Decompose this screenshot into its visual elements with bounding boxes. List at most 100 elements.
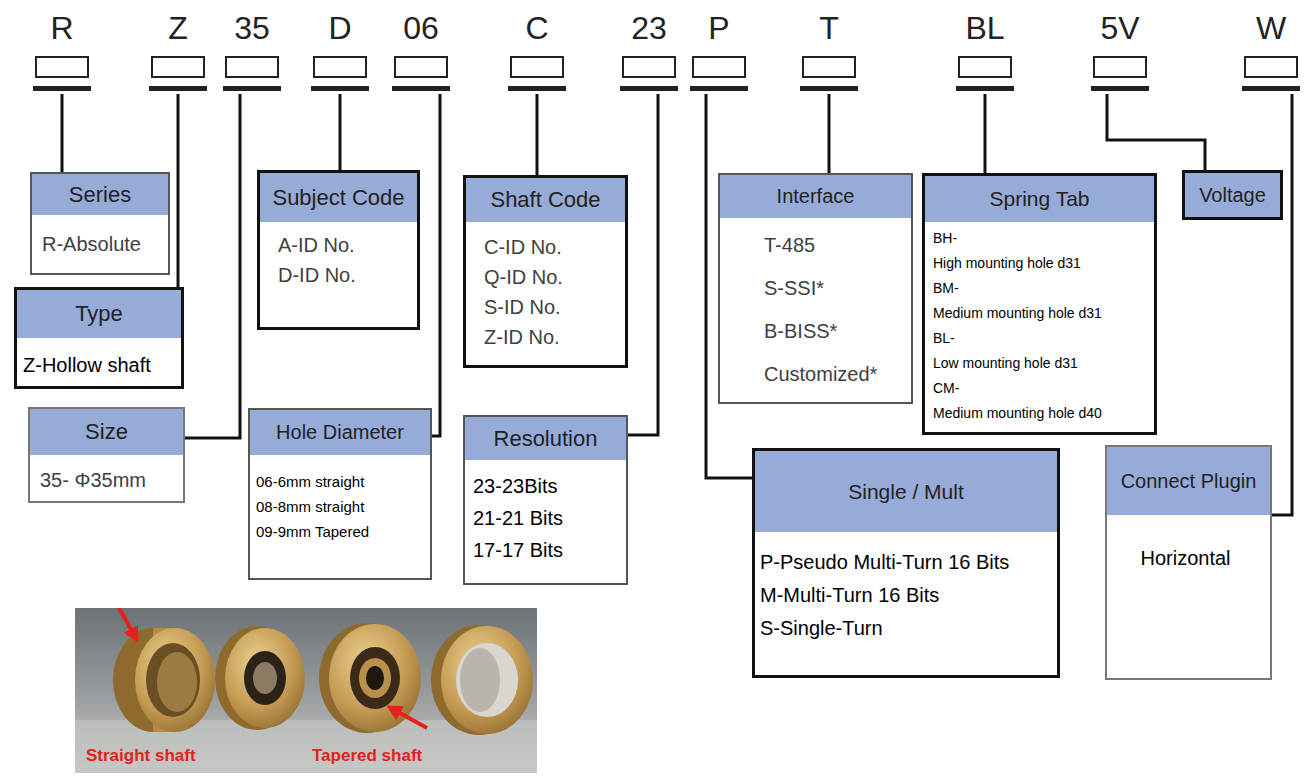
box-body: A-ID No.D-ID No.	[260, 222, 417, 296]
option-text: 06-6mm straight	[256, 469, 424, 494]
box-heading: Resolution	[465, 417, 626, 460]
description-box: Shaft CodeC-ID No.Q-ID No.S-ID No.Z-ID N…	[463, 175, 628, 368]
box-heading: Single / Mult	[755, 451, 1057, 532]
option-text: B-BISS*	[764, 310, 905, 353]
straight-bushing	[113, 628, 215, 732]
description-box: Size35- Φ35mm	[28, 407, 185, 503]
box-heading: Spring Tab	[925, 176, 1154, 222]
description-box: Connect PluginHorizontal	[1105, 445, 1272, 680]
box-heading: Type	[17, 290, 181, 338]
description-box: Subject CodeA-ID No.D-ID No.	[257, 170, 420, 330]
option-text: Q-ID No.	[484, 262, 619, 292]
connector-line	[432, 94, 440, 436]
option-text: S-ID No.	[484, 292, 619, 322]
option-text: 08-8mm straight	[256, 494, 424, 519]
option-text: Horizontal	[1107, 543, 1264, 573]
connector-line	[61, 94, 64, 172]
box-body: 23-23Bits21-21 Bits17-17 Bits	[465, 460, 626, 572]
box-heading: Series	[32, 174, 168, 215]
code-letter: 06	[392, 8, 450, 48]
code-box: D	[311, 8, 369, 94]
connector-line	[1107, 94, 1205, 170]
code-slot	[958, 56, 1012, 78]
option-text: A-ID No.	[278, 230, 411, 260]
connector-line	[185, 94, 240, 438]
code-slot	[35, 56, 89, 78]
code-letter: C	[508, 8, 566, 48]
connector-line	[1272, 94, 1292, 515]
code-underline	[690, 86, 748, 91]
code-letter: 23	[620, 8, 678, 48]
description-box: Voltage	[1182, 170, 1283, 220]
box-heading: Connect Plugin	[1107, 447, 1270, 515]
option-text: T-485	[764, 224, 905, 267]
code-slot	[510, 56, 564, 78]
code-box: 06	[392, 8, 450, 94]
code-letter: Z	[149, 8, 207, 48]
code-underline	[33, 86, 91, 91]
code-slot	[225, 56, 279, 78]
code-slot	[802, 56, 856, 78]
bushing	[215, 626, 305, 730]
box-body: C-ID No.Q-ID No.S-ID No.Z-ID No.	[466, 222, 625, 358]
connector-line	[828, 94, 831, 173]
box-heading: Hole Diameter	[250, 410, 430, 455]
option-text: S-SSI*	[764, 267, 905, 310]
code-box: W	[1242, 8, 1300, 94]
option-text: S-Single-Turn	[760, 612, 1051, 645]
code-slot	[313, 56, 367, 78]
code-underline	[1242, 86, 1300, 91]
code-box: T	[800, 8, 858, 94]
code-letter: R	[33, 8, 91, 48]
bushing	[431, 625, 533, 735]
option-text: C-ID No.	[484, 232, 619, 262]
code-letter: D	[311, 8, 369, 48]
pointer-arrow	[119, 608, 137, 640]
box-body: T-485S-SSI*B-BISS*Customized*	[720, 218, 911, 402]
box-body: Z-Hollow shaft	[17, 338, 181, 386]
connector-line	[177, 94, 180, 287]
connector-line	[339, 94, 342, 170]
option-text: 09-9mm Tapered	[256, 519, 424, 544]
code-underline	[508, 86, 566, 91]
box-body: BH-High mounting hole d31BM-Medium mount…	[925, 222, 1154, 432]
code-box: R	[33, 8, 91, 94]
code-underline	[800, 86, 858, 91]
code-box: 23	[620, 8, 678, 94]
code-slot	[151, 56, 205, 78]
code-letter: 35	[223, 8, 281, 48]
box-heading: Interface	[720, 175, 911, 218]
option-text: 35- Φ35mm	[40, 465, 177, 495]
description-box: Spring TabBH-High mounting hole d31BM-Me…	[922, 173, 1157, 435]
code-underline	[956, 86, 1014, 91]
connector-line	[628, 94, 658, 435]
option-text: 17-17 Bits	[473, 534, 620, 566]
code-box: 35	[223, 8, 281, 94]
box-body: P-Pseudo Multi-Turn 16 BitsM-Multi-Turn …	[755, 532, 1057, 651]
option-text: Z-ID No.	[484, 322, 619, 352]
box-heading: Voltage	[1185, 173, 1280, 217]
code-letter: W	[1242, 8, 1300, 48]
code-underline	[149, 86, 207, 91]
code-box: P	[690, 8, 748, 94]
option-text: 21-21 Bits	[473, 502, 620, 534]
description-box: Hole Diameter 06-6mm straight08-8mm strai…	[248, 408, 432, 580]
option-text: M-Multi-Turn 16 Bits	[760, 579, 1051, 612]
option-text: Customized*	[764, 353, 905, 396]
code-letter: P	[690, 8, 748, 48]
box-body: Horizontal	[1107, 515, 1270, 579]
code-letter: T	[800, 8, 858, 48]
code-slot	[692, 56, 746, 78]
option-text: D-ID No.	[278, 260, 411, 290]
option-text: Medium mounting hole d31	[933, 301, 1148, 326]
code-box: 5V	[1091, 8, 1149, 94]
description-box: SeriesR-Absolute	[30, 172, 170, 275]
option-text: High mounting hole d31	[933, 251, 1148, 276]
box-body: R-Absolute	[32, 215, 168, 265]
code-box: BL	[956, 8, 1014, 94]
option-text: BL-	[933, 326, 1148, 351]
description-box: Single / MultP-Pseudo Multi-Turn 16 Bits…	[752, 448, 1060, 678]
code-letter: 5V	[1091, 8, 1149, 48]
code-underline	[620, 86, 678, 91]
code-box: Z	[149, 8, 207, 94]
